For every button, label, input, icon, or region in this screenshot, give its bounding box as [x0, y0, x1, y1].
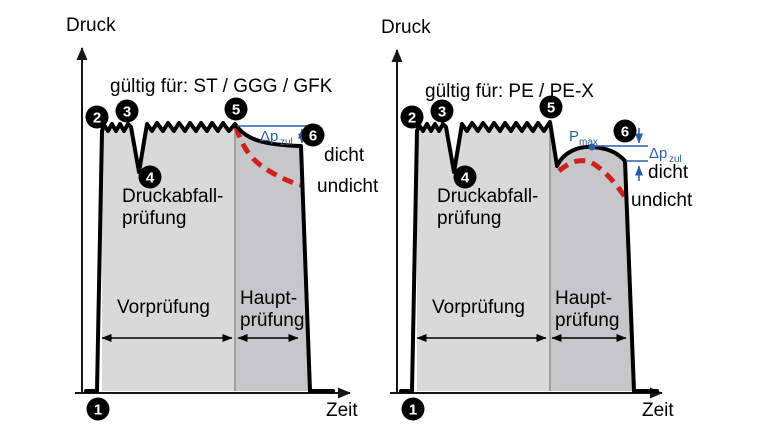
- dp-allowed-sub: zul: [669, 154, 682, 165]
- svg-text:4: 4: [461, 169, 470, 186]
- svg-text:6: 6: [621, 123, 629, 140]
- pmax-point: [588, 143, 596, 151]
- svg-text:3: 3: [123, 103, 131, 120]
- tight-label: dicht: [324, 145, 365, 166]
- svg-text:1: 1: [409, 401, 417, 418]
- pressure-drop-test-label-line1: Druckabfall-: [122, 186, 223, 207]
- svg-text:1: 1: [94, 401, 102, 418]
- marker-1: 1: [86, 397, 110, 421]
- pressure-axis-label: Druck: [66, 15, 116, 36]
- marker-3: 3: [115, 99, 139, 123]
- leaky-label: undicht: [631, 190, 693, 211]
- svg-text:5: 5: [547, 99, 555, 116]
- tight-label: dicht: [648, 162, 689, 183]
- marker-1: 1: [401, 397, 425, 421]
- main-phase-fill: [235, 124, 310, 391]
- leak-curve-dashed: [557, 158, 628, 199]
- main-test-label-line2: prüfung: [240, 310, 304, 331]
- pressure-drop-test-label-line2: prüfung: [122, 208, 186, 229]
- validity-title: gültig für: PE / PE-X: [425, 81, 594, 102]
- marker-5: 5: [539, 95, 563, 119]
- svg-text:3: 3: [438, 103, 446, 120]
- preliminary-test-label: Vorprüfung: [117, 297, 210, 318]
- time-axis-label: Zeit: [326, 400, 358, 421]
- marker-3: 3: [430, 99, 454, 123]
- main-test-label-line1: Haupt-: [555, 288, 612, 309]
- pressure-curve: [399, 120, 659, 393]
- leak-curve-dashed: [233, 126, 305, 189]
- svg-text:2: 2: [93, 109, 101, 126]
- marker-4: 4: [138, 165, 162, 189]
- main-test-label-line2: prüfung: [555, 310, 619, 331]
- svg-text:4: 4: [146, 169, 155, 186]
- time-axis-label: Zeit: [642, 400, 674, 421]
- dp-allowed-sub: zul: [280, 137, 293, 148]
- marker-5: 5: [224, 97, 248, 121]
- leaky-label: undicht: [317, 176, 379, 197]
- dp-allowed-label: Δp: [260, 128, 278, 145]
- preliminary-phase-fill: [417, 122, 550, 391]
- marker-2: 2: [85, 105, 109, 129]
- dp-allowed-label: Δp: [649, 145, 667, 162]
- diagram-st-ggg-gfk: Δp zul Druck Zeit gültig für: ST / GGG /…: [66, 15, 379, 421]
- svg-text:2: 2: [408, 109, 416, 126]
- pressure-drop-test-label-line2: prüfung: [437, 208, 501, 229]
- pressure-curve: [84, 121, 335, 393]
- pmax-sub: max: [579, 137, 598, 148]
- marker-4: 4: [453, 165, 477, 189]
- diagram-pe-pex: P max Δp zul Druck Zeit gültig für: PE /…: [381, 17, 693, 421]
- preliminary-test-label: Vorprüfung: [432, 297, 525, 318]
- validity-title: gültig für: ST / GGG / GFK: [110, 76, 333, 97]
- marker-6: 6: [301, 123, 325, 147]
- marker-2: 2: [400, 105, 424, 129]
- pressure-drop-test-label-line1: Druckabfall-: [437, 186, 538, 207]
- pmax-label: P: [569, 128, 579, 145]
- svg-text:6: 6: [309, 127, 317, 144]
- svg-text:5: 5: [232, 101, 240, 118]
- preliminary-phase-fill: [102, 123, 235, 391]
- marker-6: 6: [613, 119, 637, 143]
- main-test-label-line1: Haupt-: [240, 288, 297, 309]
- pressure-axis-label: Druck: [381, 17, 431, 38]
- main-phase-fill: [550, 122, 634, 391]
